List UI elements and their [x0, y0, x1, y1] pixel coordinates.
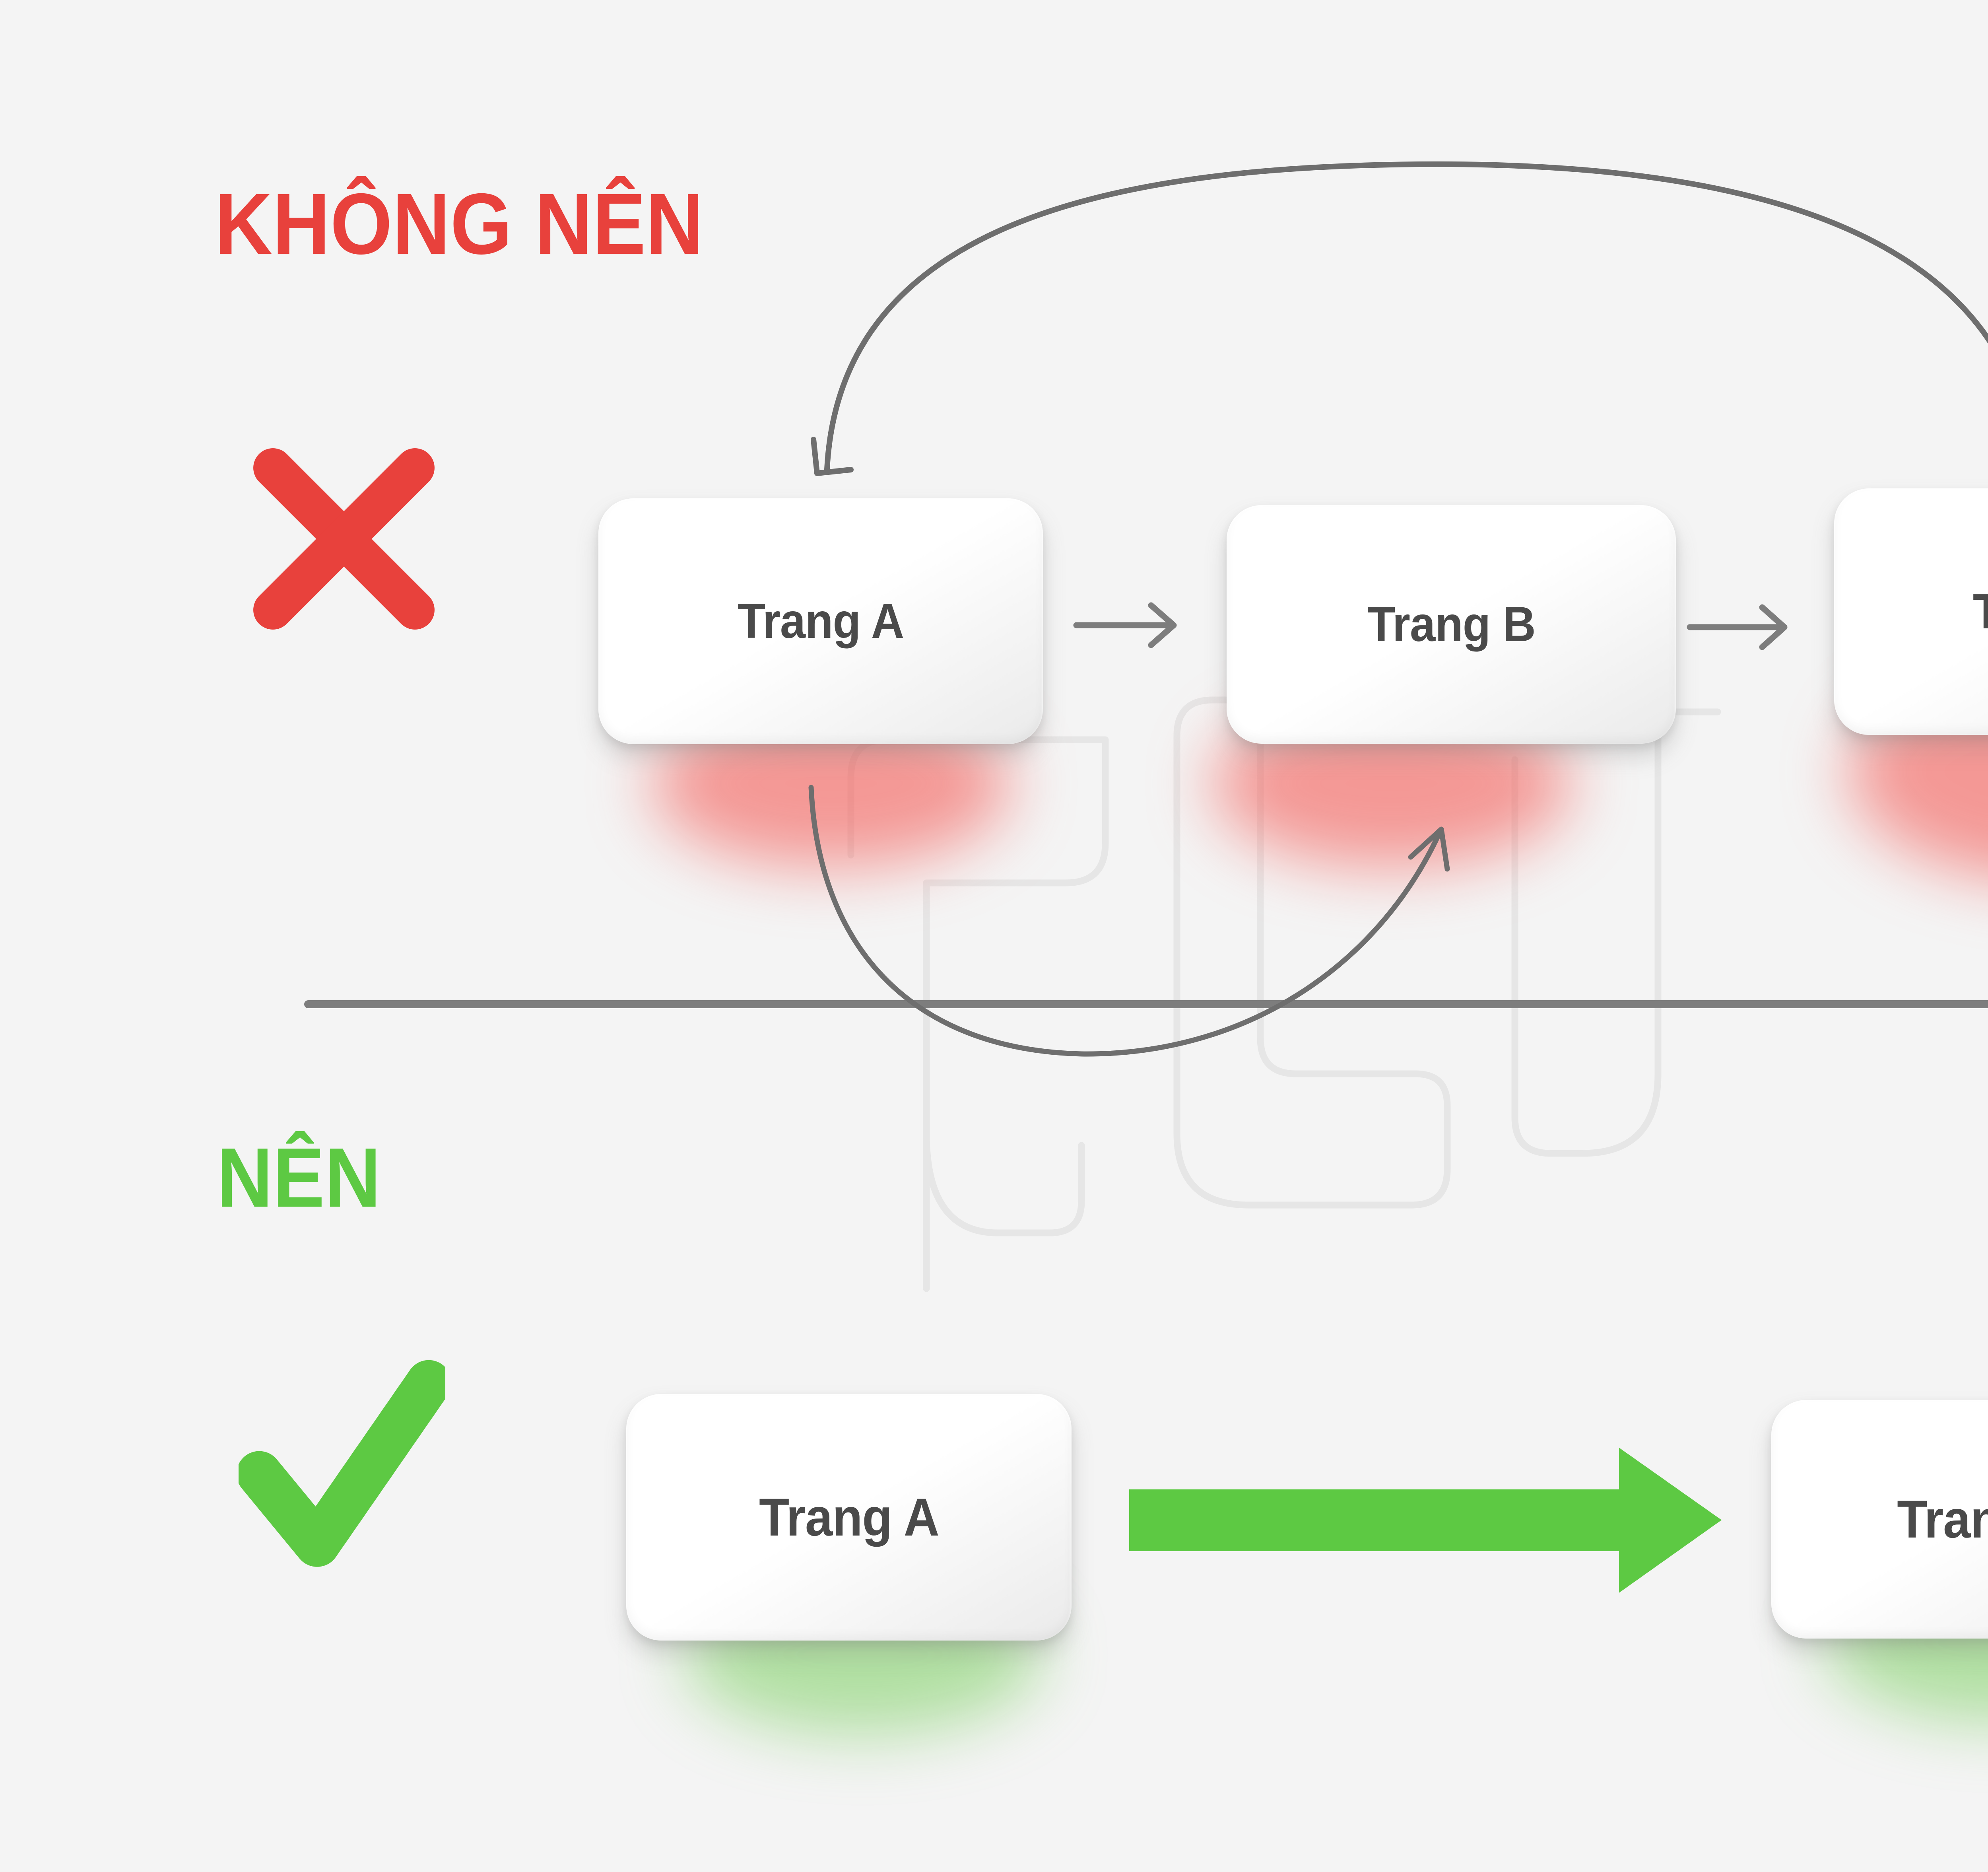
page-box-trang-a-good[interactable]: Trang A — [626, 1394, 1072, 1641]
page-title-good: NÊN — [217, 1130, 381, 1225]
step-arrow-b-to-c — [1687, 604, 1788, 650]
page-box-trang-c-good[interactable]: Trang C — [1771, 1400, 1988, 1639]
green-block-arrow — [1129, 1448, 1722, 1593]
section-divider — [304, 1000, 1988, 1008]
page-box-label: Trang C — [1973, 583, 1988, 640]
page-box-label: Trang C — [1897, 1489, 1988, 1549]
cross-mark-icon — [253, 448, 435, 630]
page-box-label: Trang B — [1367, 597, 1536, 652]
top-arc-double-arrow — [811, 161, 1988, 476]
page-title-bad: KHÔNG NÊN — [215, 176, 704, 272]
bottom-arc-arrow — [808, 785, 1450, 1057]
page-box-trang-a-bad[interactable]: Trang A — [598, 498, 1043, 744]
check-mark-icon — [239, 1360, 445, 1567]
tlt-watermark — [847, 696, 1721, 1292]
page-box-trang-c-bad[interactable]: Trang C — [1834, 488, 1988, 735]
step-arrow-a-to-b — [1073, 602, 1177, 648]
page-box-label: Trang A — [759, 1487, 940, 1547]
page-box-trang-b-bad[interactable]: Trang B — [1227, 505, 1676, 744]
page-box-label: Trang A — [737, 594, 904, 649]
